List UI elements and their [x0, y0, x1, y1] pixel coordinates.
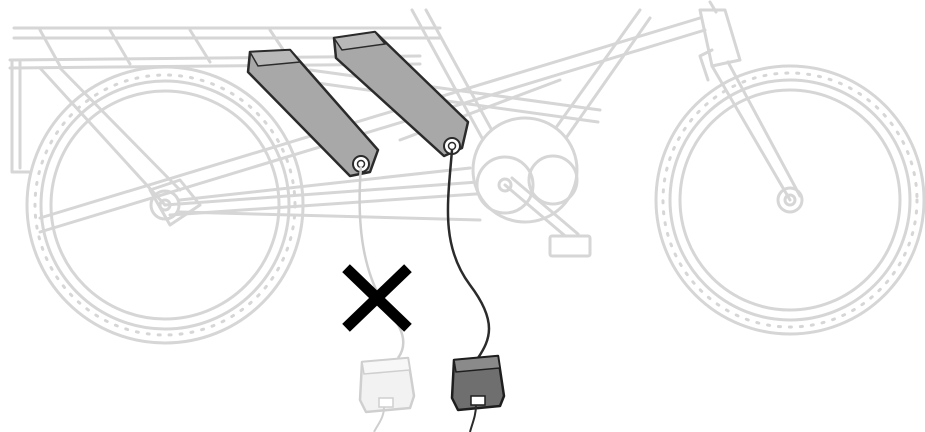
seat-stay: [178, 166, 472, 202]
correct-charger-cable: [446, 149, 491, 359]
upper-battery-charge-port-icon: [443, 137, 461, 155]
incorrect-charger-cable: [358, 165, 405, 359]
lower-battery: [246, 48, 380, 178]
incorrect-charger-connection: [358, 165, 416, 432]
upper-battery: [332, 30, 470, 158]
correct-charger-unit: [450, 354, 506, 432]
head-tube-and-fork: [698, 0, 802, 202]
incorrect-charger-unit: [358, 356, 416, 432]
correct-charger-connection: [446, 149, 506, 432]
bike-outline: [8, 0, 925, 345]
cross-mark-icon: [342, 264, 412, 332]
drivetrain: [471, 116, 592, 258]
rear-rack: [8, 26, 442, 207]
front-wheel: [654, 64, 925, 336]
chain-stay: [178, 210, 482, 222]
rear-hub: [148, 178, 202, 227]
